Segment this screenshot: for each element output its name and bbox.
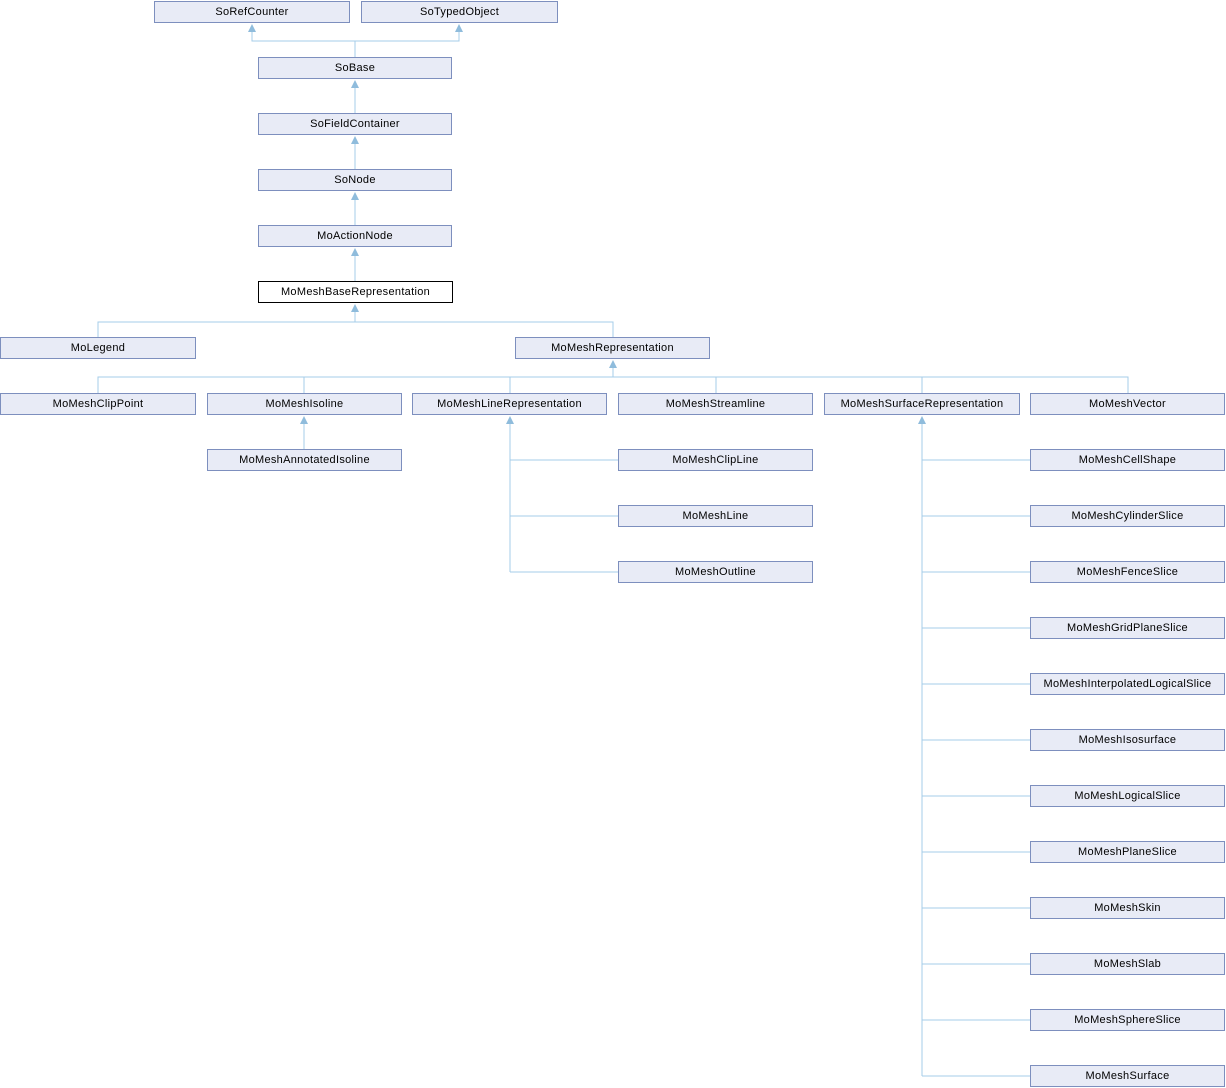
class-node-mo-mesh-outline[interactable]: MoMeshOutline	[618, 561, 813, 583]
arrowhead-up-icon	[351, 304, 359, 312]
class-node-mo-mesh-surface[interactable]: MoMeshSurface	[1030, 1065, 1225, 1087]
arrowhead-up-icon	[248, 24, 256, 32]
class-node-mo-mesh-surface-representation[interactable]: MoMeshSurfaceRepresentation	[824, 393, 1020, 415]
arrowhead-up-icon	[300, 416, 308, 424]
class-node-mo-mesh-annotated-isoline[interactable]: MoMeshAnnotatedIsoline	[207, 449, 402, 471]
class-node-mo-mesh-clip-line[interactable]: MoMeshClipLine	[618, 449, 813, 471]
arrowhead-up-icon	[351, 192, 359, 200]
class-node-mo-mesh-line[interactable]: MoMeshLine	[618, 505, 813, 527]
class-node-mo-legend[interactable]: MoLegend	[0, 337, 196, 359]
class-node-mo-mesh-logical-slice[interactable]: MoMeshLogicalSlice	[1030, 785, 1225, 807]
class-node-mo-mesh-base-representation[interactable]: MoMeshBaseRepresentation	[258, 281, 453, 303]
arrowhead-up-icon	[351, 248, 359, 256]
class-node-mo-mesh-fence-slice[interactable]: MoMeshFenceSlice	[1030, 561, 1225, 583]
class-node-mo-mesh-cell-shape[interactable]: MoMeshCellShape	[1030, 449, 1225, 471]
class-node-mo-mesh-sphere-slice[interactable]: MoMeshSphereSlice	[1030, 1009, 1225, 1031]
class-node-so-typed-object[interactable]: SoTypedObject	[361, 1, 558, 23]
class-node-mo-mesh-line-representation[interactable]: MoMeshLineRepresentation	[412, 393, 607, 415]
class-node-mo-mesh-isosurface[interactable]: MoMeshIsosurface	[1030, 729, 1225, 751]
class-node-mo-mesh-slab[interactable]: MoMeshSlab	[1030, 953, 1225, 975]
class-node-so-field-container[interactable]: SoFieldContainer	[258, 113, 452, 135]
arrowhead-up-icon	[351, 80, 359, 88]
arrowhead-up-icon	[918, 416, 926, 424]
arrowhead-up-icon	[351, 136, 359, 144]
arrowhead-up-icon	[455, 24, 463, 32]
class-node-so-ref-counter[interactable]: SoRefCounter	[154, 1, 350, 23]
class-node-so-base[interactable]: SoBase	[258, 57, 452, 79]
arrowhead-up-icon	[609, 360, 617, 368]
class-node-mo-mesh-cylinder-slice[interactable]: MoMeshCylinderSlice	[1030, 505, 1225, 527]
class-node-mo-mesh-isoline[interactable]: MoMeshIsoline	[207, 393, 402, 415]
class-node-mo-mesh-streamline[interactable]: MoMeshStreamline	[618, 393, 813, 415]
arrowhead-up-icon	[506, 416, 514, 424]
class-node-mo-mesh-plane-slice[interactable]: MoMeshPlaneSlice	[1030, 841, 1225, 863]
inheritance-edge-line	[97, 376, 1129, 393]
class-node-so-node[interactable]: SoNode	[258, 169, 452, 191]
class-node-mo-action-node[interactable]: MoActionNode	[258, 225, 452, 247]
class-node-mo-mesh-clip-point[interactable]: MoMeshClipPoint	[0, 393, 196, 415]
class-node-mo-mesh-interpolated-logical-slice[interactable]: MoMeshInterpolatedLogicalSlice	[1030, 673, 1225, 695]
inheritance-edge-line	[251, 32, 460, 42]
class-node-mo-mesh-vector[interactable]: MoMeshVector	[1030, 393, 1225, 415]
inheritance-edge-line	[97, 321, 614, 337]
class-node-mo-mesh-skin[interactable]: MoMeshSkin	[1030, 897, 1225, 919]
class-node-mo-mesh-representation[interactable]: MoMeshRepresentation	[515, 337, 710, 359]
class-node-mo-mesh-grid-plane-slice[interactable]: MoMeshGridPlaneSlice	[1030, 617, 1225, 639]
